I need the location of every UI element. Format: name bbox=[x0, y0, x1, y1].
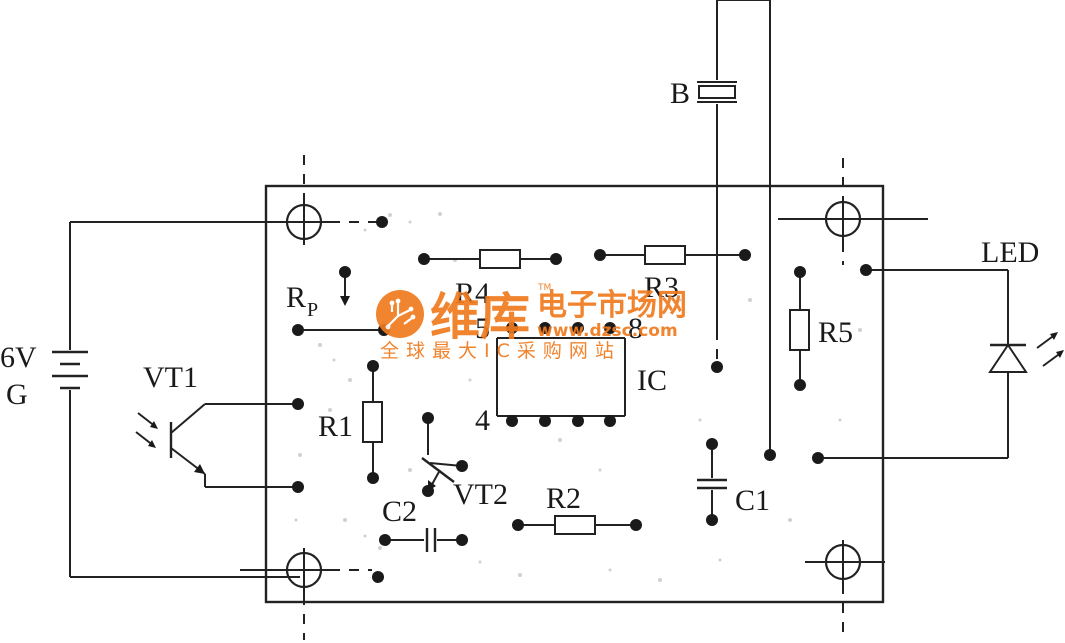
resistor-r1 bbox=[362, 366, 383, 478]
capacitor-c1 bbox=[697, 444, 727, 520]
label-b: B bbox=[670, 77, 690, 110]
mounting-hole-bottom-left bbox=[240, 548, 372, 640]
label-r2: R2 bbox=[546, 482, 581, 515]
watermark-subtitle: 全球最大IC采购网站 bbox=[380, 340, 621, 362]
label-pin4: 4 bbox=[475, 404, 490, 437]
watermark-trademark: TM bbox=[537, 283, 551, 293]
phototransistor-vt1 bbox=[135, 403, 297, 488]
watermark-brand: 维库 bbox=[430, 288, 530, 346]
mounting-hole-top-left bbox=[280, 155, 378, 245]
label-r1: R1 bbox=[318, 410, 353, 443]
watermark-logo: 维库 电子市场网 TM www.dzsc.com 全球最大IC采购网站 bbox=[376, 283, 687, 362]
resistor-r5 bbox=[789, 272, 810, 385]
label-pin5: 5 bbox=[475, 312, 490, 345]
led bbox=[818, 269, 1064, 459]
circuit-board bbox=[264, 184, 885, 604]
label-pin8: 8 bbox=[628, 312, 643, 345]
label-led: LED bbox=[981, 236, 1039, 269]
resistor-r4 bbox=[424, 249, 556, 269]
resistor-r2 bbox=[518, 515, 636, 535]
label-r4: R4 bbox=[455, 277, 490, 310]
label-r5: R5 bbox=[818, 316, 853, 349]
label-c2: C2 bbox=[382, 495, 417, 528]
mounting-hole-bottom-right bbox=[805, 540, 885, 640]
label-voltage: 6V bbox=[0, 341, 37, 374]
resistor-r3 bbox=[600, 245, 745, 265]
buzzer-b bbox=[697, 0, 771, 455]
battery-g bbox=[52, 221, 304, 578]
capacitor-c2 bbox=[385, 528, 462, 552]
label-vt2: VT2 bbox=[453, 478, 508, 511]
label-rp-subscript: P bbox=[307, 299, 318, 321]
label-c1: C1 bbox=[735, 484, 770, 517]
label-battery: G bbox=[6, 378, 28, 411]
ic-chip bbox=[496, 322, 626, 427]
potentiometer-rp bbox=[298, 275, 382, 331]
mounting-hole-top-right bbox=[778, 158, 928, 265]
label-vt1: VT1 bbox=[143, 361, 198, 394]
label-rp: R bbox=[286, 281, 306, 314]
label-ic: IC bbox=[637, 364, 667, 397]
label-r3: R3 bbox=[644, 271, 679, 304]
watermark-url: www.dzsc.com bbox=[537, 321, 678, 341]
watermark-tagline: 电子市场网 bbox=[537, 288, 687, 323]
